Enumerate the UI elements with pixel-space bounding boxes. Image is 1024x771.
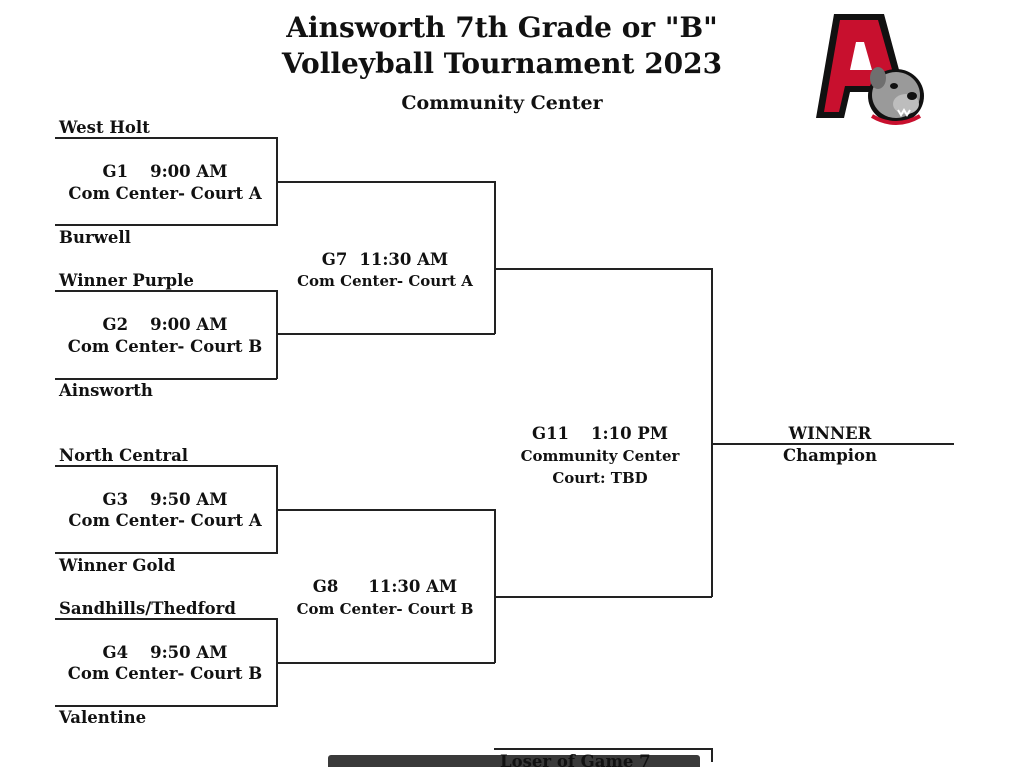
bracket-line xyxy=(277,509,495,511)
bracket-line xyxy=(55,378,277,380)
bracket-line xyxy=(277,662,495,664)
team-ainsworth: Ainsworth xyxy=(59,381,153,400)
bracket-line xyxy=(277,181,495,183)
bracket-line xyxy=(495,596,712,598)
bracket-line xyxy=(276,618,278,707)
bracket-line xyxy=(495,268,712,270)
bracket-line xyxy=(276,290,278,379)
game-g11-court: Court: TBD xyxy=(552,469,648,487)
bracket-line xyxy=(55,705,277,707)
bracket-line xyxy=(276,465,278,554)
winner-label: WINNER xyxy=(788,424,872,443)
game-g4-location: Com Center- Court B xyxy=(67,664,263,683)
game-g2-location: Com Center- Court B xyxy=(67,337,263,356)
team-winner-purple: Winner Purple xyxy=(59,271,194,290)
bracket-line xyxy=(277,333,495,335)
title-line-1: Ainsworth 7th Grade or "B" xyxy=(286,11,718,44)
bracket-line xyxy=(276,137,278,226)
bracket-line xyxy=(494,181,496,334)
bracket-line xyxy=(494,748,712,750)
bracket-line xyxy=(55,137,277,139)
game-g8-location: Com Center- Court B xyxy=(296,600,474,618)
bracket-line xyxy=(494,509,496,663)
bracket-line xyxy=(711,748,713,762)
team-burwell: Burwell xyxy=(59,228,131,247)
bracket-line xyxy=(55,224,277,226)
team-north-central: North Central xyxy=(59,446,189,465)
game-g11-location: Community Center xyxy=(520,447,680,465)
venue-subtitle: Community Center xyxy=(401,92,603,114)
team-valentine: Valentine xyxy=(59,708,147,727)
bulldog-a-logo-icon xyxy=(812,12,928,130)
team-winner-gold: Winner Gold xyxy=(59,556,176,575)
bracket-line xyxy=(55,290,277,292)
team-sandhills-thedford: Sandhills/Thedford xyxy=(59,599,236,618)
team-west-holt: West Holt xyxy=(59,118,150,137)
bracket-line xyxy=(55,465,277,467)
game-g1-location: Com Center- Court A xyxy=(68,184,262,203)
winner-line xyxy=(712,443,954,445)
bracket-line xyxy=(55,618,277,620)
game-g3-location: Com Center- Court A xyxy=(68,511,262,530)
bracket-line xyxy=(55,552,277,554)
game-g7-location: Com Center- Court A xyxy=(297,272,473,290)
winner-champion: Champion xyxy=(782,446,878,465)
title-line-2: Volleyball Tournament 2023 xyxy=(281,47,723,80)
bracket-line xyxy=(711,268,713,597)
